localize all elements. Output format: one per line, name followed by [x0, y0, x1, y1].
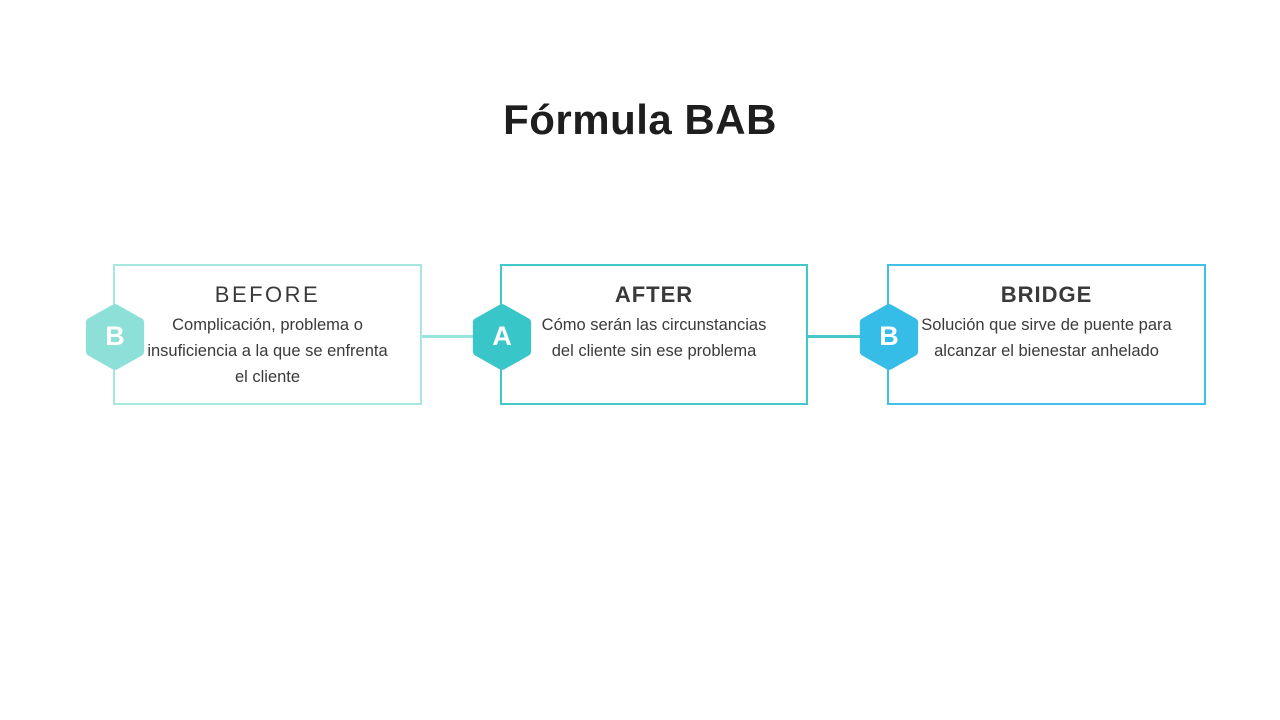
bridge-badge: B [858, 304, 920, 370]
hexagon-polygon [85, 304, 145, 370]
hexagon-icon [859, 304, 919, 370]
bridge-card-description: Solución que sirve de puente para alcanz… [921, 316, 1172, 360]
after-badge: A [471, 304, 533, 370]
hexagon-polygon [472, 304, 532, 370]
before-card-title: BEFORE [214, 282, 321, 307]
hexagon-polygon [859, 304, 919, 370]
slide-title: Fórmula BAB [503, 96, 777, 143]
after-badge-letter: A [492, 320, 512, 351]
hexagon-icon [85, 304, 145, 370]
connector-before-after [420, 335, 504, 338]
bridge-badge-letter: B [879, 320, 899, 351]
before-badge-letter: B [105, 320, 125, 351]
after-card: A AFTER Cómo serán las circunstancias de… [472, 264, 808, 405]
after-card-title: AFTER [614, 282, 694, 307]
after-card-description: Cómo serán las circunstancias del client… [541, 316, 767, 360]
connector-after-bridge [806, 335, 890, 338]
bridge-card-title: BRIDGE [1000, 282, 1093, 307]
hexagon-icon [472, 304, 532, 370]
before-card-description: Complicación, problema o insuficiencia a… [147, 316, 388, 386]
before-card: B BEFORE Complicación, problema o insufi… [85, 264, 422, 405]
bridge-card: B BRIDGE Solución que sirve de puente pa… [859, 264, 1206, 405]
before-badge: B [84, 304, 146, 370]
